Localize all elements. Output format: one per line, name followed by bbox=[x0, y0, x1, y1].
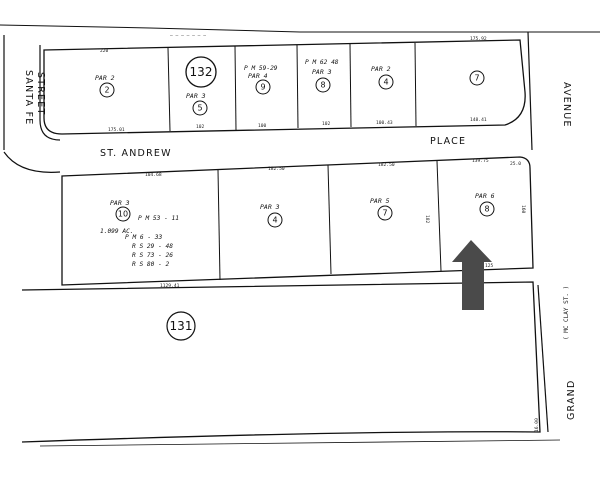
dim-2: 175.92 bbox=[470, 36, 487, 42]
north-parcel-4-number: 8 bbox=[320, 81, 325, 90]
grand-note-label: ( MC CLAY ST. ) bbox=[563, 286, 570, 340]
north-parcel-5-label: PAR 2 bbox=[371, 65, 391, 73]
north-parcel-5-number: 4 bbox=[383, 78, 388, 87]
grand-street-label: GRAND bbox=[566, 380, 577, 421]
dim-17: 25.0 bbox=[510, 161, 521, 167]
block-131-circle bbox=[166, 311, 196, 341]
north-parcel-4-pm: P M 62 48 bbox=[305, 59, 339, 66]
block-132-number: 132 bbox=[190, 65, 213, 79]
north-parcel-2-number: 5 bbox=[197, 104, 202, 113]
south-parcel-3-number: 7 bbox=[382, 209, 387, 218]
north-parcel-3-circle bbox=[255, 79, 271, 95]
dim-7: 100.43 bbox=[376, 120, 393, 126]
dim-16: 160 bbox=[520, 205, 526, 214]
south-parcel-1-label: PAR 3 bbox=[110, 199, 130, 207]
south-parcel-4-circle bbox=[479, 201, 495, 217]
south-lot-line-1 bbox=[217, 169, 221, 281]
top-edge-text: — — — — — — — bbox=[170, 34, 206, 39]
location-arrow bbox=[452, 240, 492, 310]
north-parcel-3-label: PAR 4 bbox=[248, 72, 268, 80]
dim-8: 148.41 bbox=[470, 117, 487, 123]
avenue-label: AVENUE bbox=[561, 82, 572, 128]
lot-line-3 bbox=[296, 44, 299, 129]
parcel-10-rs2: R S 73 - 26 bbox=[132, 252, 173, 259]
dim-15: 182 bbox=[424, 215, 430, 224]
north-parcel-2-circle bbox=[192, 100, 208, 116]
north-parcel-3-pm: P M 59-29 bbox=[244, 65, 278, 72]
dim-13: 1129.41 bbox=[160, 283, 180, 289]
north-parcel-1-circle bbox=[99, 82, 115, 98]
north-parcel-6-circle bbox=[469, 70, 485, 86]
south-lot-line-2 bbox=[327, 164, 332, 275]
north-parcel-1-number: 2 bbox=[104, 86, 109, 95]
south-lot-line-3 bbox=[436, 160, 442, 272]
south-parcel-2-circle bbox=[267, 212, 283, 228]
south-parcel-4-number: 8 bbox=[484, 205, 489, 214]
map-top-edge bbox=[0, 24, 600, 33]
st-andrew-label: ST. ANDREW bbox=[100, 148, 172, 159]
lot-line-2 bbox=[234, 45, 237, 131]
dim-9: 104.68 bbox=[145, 172, 162, 178]
santa-fe-street-label-2: STREET bbox=[35, 72, 46, 115]
south-parcel-3-circle bbox=[377, 205, 393, 221]
south-block-outline bbox=[61, 156, 534, 286]
north-parcel-3-number: 9 bbox=[260, 83, 265, 92]
map-bottom-edge bbox=[39, 439, 561, 447]
north-parcel-1-label: PAR 2 bbox=[95, 74, 115, 82]
parcel-10-area: 1.099 AC. bbox=[100, 228, 134, 235]
north-parcel-4-label: PAR 3 bbox=[312, 68, 332, 76]
dim-18: 16.00 bbox=[534, 418, 540, 432]
dim-4: 102 bbox=[196, 124, 205, 130]
south-parcel-2-label: PAR 3 bbox=[260, 203, 280, 211]
dim-1: 220 bbox=[100, 48, 109, 54]
lot-line-4 bbox=[349, 43, 352, 128]
dim-5: 100 bbox=[258, 123, 267, 129]
dim-3: 175.01 bbox=[108, 127, 125, 133]
block-131-number: 131 bbox=[170, 319, 193, 333]
parcel-10-rs3: R S 80 - 2 bbox=[132, 261, 170, 268]
santa-fe-east-edge bbox=[39, 45, 61, 141]
south-parcel-4-label: PAR 6 bbox=[475, 192, 495, 200]
st-andrew-west-curve bbox=[3, 151, 61, 173]
lot-line-1 bbox=[167, 47, 171, 132]
block-131-outline bbox=[21, 281, 541, 443]
south-parcel-1-circle bbox=[115, 206, 131, 222]
parcel-10-pm2: P M 6 - 33 bbox=[125, 234, 163, 241]
dim-11: 182.50 bbox=[378, 162, 395, 168]
avenue-west-edge bbox=[527, 31, 533, 151]
south-parcel-2-number: 4 bbox=[272, 216, 277, 225]
dim-6: 102 bbox=[322, 121, 331, 127]
south-parcel-3-label: PAR 5 bbox=[370, 197, 390, 205]
grand-west-edge bbox=[537, 284, 549, 433]
santa-fe-street-label: SANTA FE bbox=[23, 70, 34, 125]
parcel-10-pm: P M 53 - 11 bbox=[138, 215, 179, 222]
block-132-circle bbox=[185, 56, 217, 88]
place-label: PLACE bbox=[430, 136, 466, 147]
north-parcel-6-number: 7 bbox=[474, 74, 479, 83]
dim-14: 125 bbox=[485, 263, 494, 269]
lot-line-5 bbox=[414, 42, 417, 127]
parcel-10-rs1: R S 29 - 48 bbox=[132, 243, 173, 250]
dim-12: 139.75 bbox=[472, 158, 489, 164]
north-block-outline bbox=[43, 39, 526, 135]
north-parcel-2-label: PAR 3 bbox=[186, 92, 206, 100]
north-parcel-4-circle bbox=[315, 77, 331, 93]
dim-10: 182.50 bbox=[268, 166, 285, 172]
north-parcel-5-circle bbox=[378, 74, 394, 90]
south-parcel-1-number: 10 bbox=[118, 210, 128, 219]
